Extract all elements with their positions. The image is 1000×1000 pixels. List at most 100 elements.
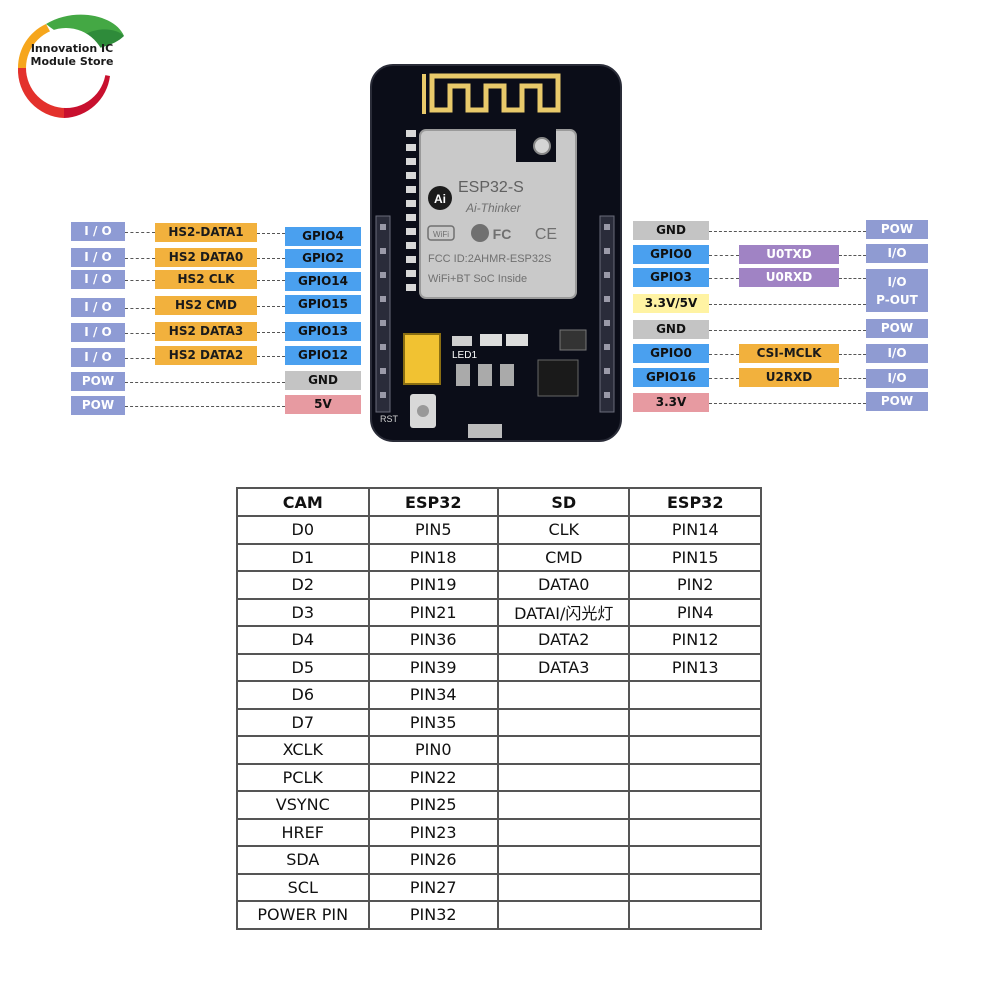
right-pin-type-label: I/O: [866, 369, 928, 388]
vendor-text: Ai-Thinker: [465, 201, 522, 215]
leader-line: [257, 280, 285, 281]
right-pin-type-label: POW: [866, 392, 928, 411]
leader-line: [257, 332, 285, 333]
leader-line: [125, 382, 285, 383]
left-pin-function-label: HS2-DATA1: [155, 223, 257, 242]
sd-signal-cell: [497, 817, 631, 847]
left-pin-gpio-label: GPIO13: [285, 322, 361, 341]
header-esp32-cam: ESP32: [367, 487, 500, 517]
cam-esp32-pin-cell: PIN27: [367, 872, 500, 902]
p-out-io-text: I/O: [887, 275, 907, 289]
store-logo-icon: [14, 14, 124, 120]
leader-line: [709, 403, 866, 404]
sd-signal-cell: CMD: [497, 542, 631, 572]
sd-signal-cell: [497, 680, 631, 710]
cam-esp32-pin-cell: PIN36: [367, 625, 500, 655]
sd-esp32-pin-cell: PIN14: [628, 515, 762, 545]
svg-text:Ai: Ai: [434, 192, 446, 206]
left-pin-function-label: HS2 DATA0: [155, 248, 257, 267]
left-pin-function-label: HS2 DATA2: [155, 346, 257, 365]
tagline-text: WiFi+BT SoC Inside: [428, 273, 527, 285]
cam-esp32-pin-cell: PIN5: [367, 515, 500, 545]
module-name-text: ESP32-S: [458, 179, 524, 196]
sd-esp32-pin-cell: PIN15: [628, 542, 762, 572]
leader-line: [125, 308, 155, 309]
sd-esp32-pin-cell: [628, 790, 762, 820]
left-pin-type-label: I / O: [71, 298, 125, 317]
leader-line: [709, 354, 739, 355]
cam-esp32-pin-cell: PIN32: [367, 900, 500, 930]
cam-signal-cell: D0: [236, 515, 370, 545]
left-pin-gpio-label: GND: [285, 371, 361, 390]
left-pin-type-label: I / O: [71, 270, 125, 289]
leader-line: [125, 358, 155, 359]
ce-mark: CE: [535, 226, 557, 243]
sd-signal-cell: DATAI/闪光灯: [497, 597, 631, 627]
cam-esp32-pin-cell: PIN34: [367, 680, 500, 710]
sd-esp32-pin-cell: [628, 817, 762, 847]
cam-signal-cell: D3: [236, 597, 370, 627]
right-pin-function-label: U0TXD: [739, 245, 839, 264]
right-pin-type-label: I/O: [866, 244, 928, 263]
sd-signal-cell: DATA2: [497, 625, 631, 655]
leader-line: [125, 406, 285, 407]
sd-esp32-pin-cell: [628, 845, 762, 875]
leader-line: [839, 255, 866, 256]
leader-line: [709, 378, 739, 379]
leader-line: [257, 258, 285, 259]
left-pin-gpio-label: GPIO15: [285, 295, 361, 314]
right-pin-type-label: I/O: [866, 344, 928, 363]
sd-signal-cell: [497, 707, 631, 737]
sd-esp32-pin-cell: [628, 735, 762, 765]
cam-signal-cell: D6: [236, 680, 370, 710]
sd-signal-cell: [497, 845, 631, 875]
cam-signal-cell: D4: [236, 625, 370, 655]
sd-signal-cell: [497, 735, 631, 765]
cam-esp32-pin-cell: PIN22: [367, 762, 500, 792]
cam-signal-cell: D5: [236, 652, 370, 682]
left-pin-gpio-label: 5V: [285, 395, 361, 414]
right-pin-label: GND: [633, 221, 709, 240]
cam-esp32-pin-cell: PIN0: [367, 735, 500, 765]
left-pin-type-label: POW: [71, 396, 125, 415]
cam-esp32-pin-cell: PIN25: [367, 790, 500, 820]
header-esp32-sd: ESP32: [628, 487, 762, 517]
cam-esp32-pin-cell: PIN19: [367, 570, 500, 600]
leader-line: [839, 278, 866, 279]
sd-esp32-pin-cell: PIN2: [628, 570, 762, 600]
sd-esp32-pin-cell: [628, 900, 762, 930]
left-pin-type-label: I / O: [71, 348, 125, 367]
leader-line: [257, 233, 285, 234]
right-pin-function-label: U2RXD: [739, 368, 839, 387]
leader-line: [709, 304, 866, 305]
sd-esp32-pin-cell: [628, 762, 762, 792]
leader-line: [125, 232, 155, 233]
leader-line: [257, 356, 285, 357]
sd-signal-cell: [497, 762, 631, 792]
logo-text: Innovation IC Module Store: [22, 42, 122, 68]
leader-line: [709, 231, 866, 232]
left-pin-gpio-label: GPIO12: [285, 346, 361, 365]
cam-signal-cell: SCL: [236, 872, 370, 902]
leader-line: [125, 280, 155, 281]
logo-line-2: Module Store: [30, 55, 114, 68]
cam-signal-cell: HREF: [236, 817, 370, 847]
right-pin-label: GPIO0: [633, 245, 709, 264]
sd-signal-cell: [497, 900, 631, 930]
cam-signal-cell: D2: [236, 570, 370, 600]
led-label: LED1: [452, 350, 477, 361]
leader-line: [709, 255, 739, 256]
left-pin-gpio-label: GPIO14: [285, 272, 361, 291]
sd-signal-cell: CLK: [497, 515, 631, 545]
cam-esp32-pin-cell: PIN39: [367, 652, 500, 682]
sd-esp32-pin-cell: [628, 872, 762, 902]
